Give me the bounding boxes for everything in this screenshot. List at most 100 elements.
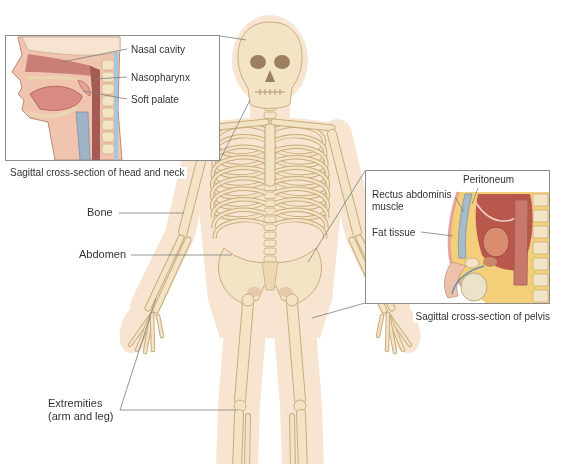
- inset-panel: PeritoneumRectus abdominis muscleFat tis…: [365, 170, 550, 304]
- bone: [274, 122, 332, 128]
- rib: [212, 126, 266, 239]
- bone: [378, 316, 382, 336]
- pelvis-inset-illustration: [449, 192, 549, 303]
- pelvis-inset-illustration: [365, 170, 550, 304]
- head-inset-illustration: [102, 96, 114, 106]
- pelvis-inset-illustration: [533, 194, 548, 206]
- head-inset-illustration: [5, 35, 220, 161]
- bone: [301, 414, 303, 464]
- inset-panel: Nasal cavityNasopharynxSoft palateSagitt…: [5, 35, 220, 161]
- pelvis-inset-illustration: [533, 226, 548, 238]
- leader-line: [472, 188, 478, 204]
- part-label: Nasal cavity: [131, 44, 185, 56]
- part-label: Fat tissue: [372, 227, 415, 239]
- leader-line: [455, 197, 464, 212]
- bone: [387, 314, 388, 350]
- leader-line: [62, 49, 127, 62]
- pelvis-inset-illustration: [533, 290, 548, 302]
- bone: [301, 414, 303, 464]
- bone: [247, 416, 248, 464]
- bone: [274, 122, 332, 128]
- bone: [292, 416, 293, 464]
- head-inset-illustration: [76, 112, 90, 160]
- head-inset-illustration: [102, 84, 114, 94]
- bone: [237, 414, 239, 464]
- leader-line: [220, 100, 250, 160]
- rib: [215, 220, 266, 238]
- leader-line: [120, 298, 156, 410]
- head-inset-illustration: [26, 78, 80, 80]
- bone: [387, 314, 388, 350]
- part-label: Peritoneum: [463, 174, 514, 186]
- part-label: Extremities (arm and leg): [48, 397, 120, 423]
- bone: [145, 314, 152, 352]
- rib: [274, 220, 325, 238]
- bone: [387, 314, 388, 350]
- skull: [265, 70, 275, 82]
- bone: [388, 314, 395, 352]
- head-inset-illustration: [102, 120, 114, 130]
- skull: [238, 22, 302, 109]
- spine: [264, 112, 276, 119]
- pelvis-inset-illustration: [533, 210, 548, 222]
- pelvis-inset-illustration: [533, 242, 548, 254]
- bone: [378, 316, 382, 336]
- pelvis-bone: [262, 262, 278, 290]
- head-inset-illustration: [114, 52, 118, 160]
- pelvis-inset-illustration: [465, 258, 479, 268]
- head-inset-illustration: [90, 66, 100, 160]
- head-inset-illustration: [102, 144, 114, 154]
- head-inset-illustration: [102, 72, 114, 82]
- pelvis-bone: [218, 248, 321, 306]
- part-label: Abdomen: [79, 248, 126, 261]
- caption: Sagittal cross-section of head and neck: [8, 167, 187, 179]
- bone: [292, 303, 300, 400]
- pelvis-bone: [286, 294, 298, 306]
- part-label: Soft palate: [131, 94, 179, 106]
- bone: [247, 416, 248, 464]
- pelvis-inset-illustration: [365, 170, 550, 304]
- spine: [264, 216, 276, 223]
- pelvis-inset-illustration: [458, 194, 472, 258]
- bone: [145, 314, 152, 352]
- rib: [215, 220, 266, 238]
- bone: [240, 303, 248, 400]
- bone: [152, 314, 153, 350]
- part-label: Nasopharynx: [131, 72, 190, 84]
- skull: [255, 89, 285, 95]
- pelvis-bone: [242, 294, 254, 306]
- skull: [250, 55, 266, 69]
- skull: [274, 55, 290, 69]
- bone: [152, 314, 153, 350]
- bone: [158, 316, 162, 336]
- pelvis-inset-illustration: [461, 273, 487, 301]
- bone: [388, 314, 395, 352]
- bone: [240, 303, 248, 400]
- bone: [156, 240, 188, 310]
- caption: Sagittal cross-section of pelvis: [413, 311, 552, 323]
- bone: [152, 314, 153, 350]
- leader-line: [131, 255, 232, 256]
- pelvis-inset-illustration: [533, 274, 548, 286]
- head-inset-illustration: [30, 86, 82, 110]
- spine: [264, 224, 276, 231]
- part-label: Rectus abdominis muscle: [372, 189, 454, 213]
- skull: [238, 22, 302, 109]
- leader-line: [120, 410, 236, 411]
- head-inset-illustration: [102, 108, 114, 118]
- bone: [292, 416, 293, 464]
- bone: [158, 316, 162, 336]
- leader-line: [220, 36, 246, 40]
- bone: [237, 414, 239, 464]
- bone: [292, 416, 293, 464]
- leader-line: [95, 77, 127, 79]
- head-inset-illustration: [12, 37, 122, 160]
- bone: [145, 314, 152, 352]
- sternum: [265, 124, 275, 186]
- head-inset-illustration: [102, 60, 114, 154]
- bone: [292, 303, 300, 400]
- pelvis-bone: [218, 248, 321, 304]
- head-inset-illustration: [26, 108, 76, 116]
- head-inset-illustration: [78, 80, 90, 96]
